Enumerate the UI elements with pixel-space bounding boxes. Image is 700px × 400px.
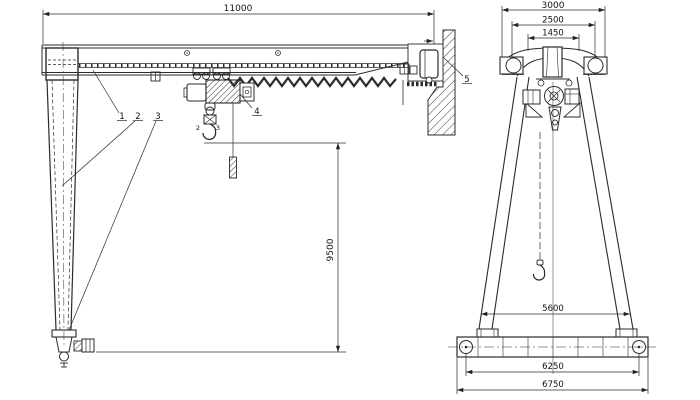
top-wheel-left — [505, 57, 522, 74]
wall-section — [399, 29, 456, 136]
span-dim-label: 11000 — [224, 4, 253, 14]
part-leaders — [61, 57, 472, 331]
end-view: 3000 2500 1450 — [448, 1, 657, 394]
hoist-panel — [239, 82, 255, 102]
girder-leg-joint — [45, 47, 79, 81]
limit-weight — [229, 156, 237, 179]
gusset-left — [525, 102, 544, 118]
part-label-travel-unit: 3 — [155, 112, 160, 122]
hoist-end-view — [522, 78, 580, 131]
end-carriage — [419, 49, 439, 79]
leg-base-dim-label: 5600 — [542, 304, 564, 314]
gusset-right — [562, 102, 581, 118]
hoist-drum — [205, 79, 241, 104]
travel-wheel — [59, 351, 69, 362]
hoist-motor — [186, 83, 207, 102]
saddle-left — [499, 56, 524, 75]
hook-block — [202, 102, 217, 141]
saddle-right — [583, 56, 608, 75]
end-carriage-wheel — [425, 76, 433, 84]
overall-width-dim-label: 3000 — [542, 1, 565, 11]
wheel-base-dim-label: 6250 — [542, 362, 564, 372]
crane-leg — [46, 41, 79, 349]
bottom-wheel-left — [459, 340, 473, 354]
support-width-dim-label: 1450 — [542, 29, 564, 39]
hook-icon-end-view — [532, 264, 546, 281]
top-wheel-right — [587, 57, 604, 74]
dimension-lift-height — [96, 142, 346, 353]
part-label-hoist: 4 — [254, 107, 259, 117]
dimension-top-widths — [501, 6, 606, 57]
festoon-cable — [227, 76, 397, 88]
bottom-wheel-right — [632, 340, 646, 354]
main-girder — [41, 44, 421, 82]
hook-block-end — [548, 106, 562, 131]
a-frame-legs — [478, 76, 634, 330]
wheel-center-dim-label: 2500 — [542, 16, 564, 26]
hook-mark-left: 2 — [196, 124, 200, 132]
electric-hoist — [183, 67, 255, 179]
girder-cross-section — [542, 46, 563, 78]
part-label-leg: 2 — [135, 112, 140, 122]
beam-length-dim-label: 6750 — [542, 380, 564, 390]
hook-icon — [202, 123, 217, 141]
part-label-end-carriage: 5 — [464, 75, 469, 85]
dimension-span — [42, 10, 435, 44]
dimension-bottom-widths — [456, 311, 649, 394]
part-label-girder: 1 — [119, 112, 124, 122]
travel-unit — [51, 329, 95, 368]
hook-mark-right: 3 — [216, 124, 220, 132]
hoist-rope — [532, 82, 554, 374]
travel-motor — [73, 340, 83, 352]
lift-height-dim-label: 9500 — [326, 238, 336, 261]
bottom-beam — [448, 336, 657, 358]
leg-base-flanges — [476, 328, 638, 338]
top-frame — [499, 46, 608, 78]
side-view: 11000 — [41, 4, 472, 368]
